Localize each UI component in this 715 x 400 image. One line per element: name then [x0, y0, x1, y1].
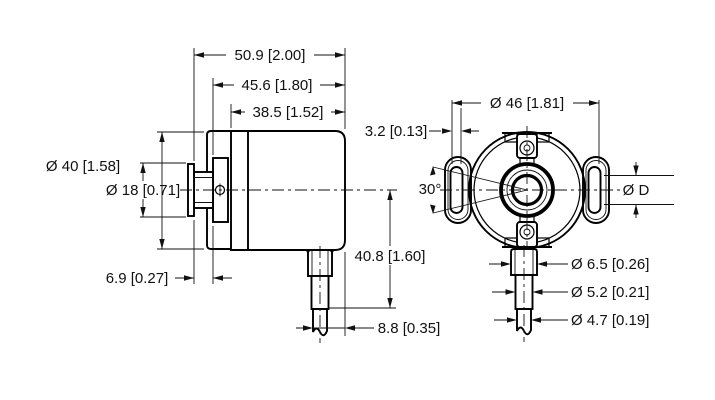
arrowhead [213, 82, 223, 88]
dim-slot-angle-label: 30° [419, 181, 442, 198]
dim-cable-drop-label: 40.8 [1.60] [355, 248, 426, 265]
dim-collar-diameter: Ø 18 [0.71] [106, 162, 186, 218]
arrowhead [633, 204, 639, 215]
dim-lines [140, 162, 186, 218]
dim-total-length: 50.9 [2.00] [193, 47, 346, 161]
front-view [440, 126, 621, 342]
dim-cable-diameter-label: Ø 4.7 [0.19] [571, 312, 649, 329]
arrowhead [537, 261, 547, 267]
arrowhead [430, 204, 436, 214]
cable-gland-shading [311, 251, 329, 276]
arrowhead [194, 52, 204, 58]
hub-ring [499, 162, 555, 218]
arrowhead [140, 207, 146, 217]
arrowhead [140, 163, 146, 173]
dim-mounting-slot-circle-label: Ø 46 [1.81] [490, 95, 564, 112]
arrowhead [501, 261, 511, 267]
dim-mounting-slot-circle: Ø 46 [1.81] [451, 95, 600, 164]
dim-lines [604, 162, 674, 218]
arrowhead [589, 100, 599, 106]
dim-lines [429, 108, 479, 164]
front-gland-shading [514, 250, 534, 275]
arrowhead [442, 128, 452, 134]
arrowhead [532, 289, 543, 295]
dim-slot-width: 3.2 [0.13] [365, 108, 479, 164]
dim-length-from-collar: 45.6 [1.80] [212, 77, 345, 155]
arrowhead [507, 317, 517, 323]
arrowhead [505, 289, 516, 295]
dim-collar-protrusion-label: 6.9 [0.27] [106, 270, 169, 287]
dim-body-length-label: 38.5 [1.52] [253, 104, 324, 121]
dim-collar-diameter-label: Ø 18 [0.71] [106, 182, 180, 199]
dim-shaft-bore: Ø D [604, 162, 674, 218]
arrowhead [303, 325, 313, 331]
dim-body-diameter-label: Ø 40 [1.58] [46, 158, 120, 175]
dim-cable-sleeve-diameter: Ø 5.2 [0.21] [492, 284, 649, 301]
arrowhead [184, 275, 194, 281]
dim-lines [451, 100, 600, 164]
arrowhead [452, 100, 462, 106]
arrowhead [633, 165, 639, 176]
dim-gland-diameter-label: Ø 6.5 [0.26] [571, 256, 649, 273]
dim-cable-offset-label: 8.8 [0.35] [378, 320, 441, 337]
arrowhead [345, 325, 355, 331]
dim-body-diameter: Ø 40 [1.58] [46, 131, 204, 250]
dim-cable-drop: 40.8 [1.60] [329, 190, 426, 309]
dim-lines [157, 131, 204, 250]
arrowhead [387, 298, 393, 308]
arrowhead [231, 109, 241, 115]
shaft-shading-lines [194, 177, 213, 203]
side-view [180, 130, 397, 343]
dim-slot-angle: 30° [419, 166, 528, 214]
dim-body-length: 38.5 [1.52] [230, 104, 345, 128]
dim-collar-protrusion: 6.9 [0.27] [106, 220, 232, 287]
arrowhead [531, 317, 541, 323]
dim-slot-width-label: 3.2 [0.13] [365, 123, 428, 140]
arrowhead [335, 82, 345, 88]
dim-cable-sleeve-diameter-label: Ø 5.2 [0.21] [571, 284, 649, 301]
angle-lines [432, 166, 528, 214]
arrowhead [159, 239, 165, 249]
dim-shaft-bore-label: Ø D [623, 182, 650, 199]
hub-inner-edge [506, 169, 548, 211]
dim-lines [175, 220, 232, 284]
dim-length-from-collar-label: 45.6 [1.80] [242, 77, 313, 94]
arrowhead [213, 275, 223, 281]
arrowhead [461, 128, 471, 134]
arrowhead [335, 52, 345, 58]
arrowhead [159, 132, 165, 142]
dim-cable-diameter: Ø 4.7 [0.19] [494, 312, 649, 329]
dim-lines [296, 252, 374, 336]
encoder-body [230, 130, 346, 251]
hub-clamp-tabs [519, 157, 535, 223]
arrowhead [335, 109, 345, 115]
arrowhead [430, 166, 436, 176]
dim-gland-diameter: Ø 6.5 [0.26] [489, 256, 649, 273]
dim-cable-offset: 8.8 [0.35] [296, 252, 440, 337]
dim-total-length-label: 50.9 [2.00] [235, 47, 306, 64]
arrowhead [387, 190, 393, 200]
dim-lines [193, 48, 346, 161]
